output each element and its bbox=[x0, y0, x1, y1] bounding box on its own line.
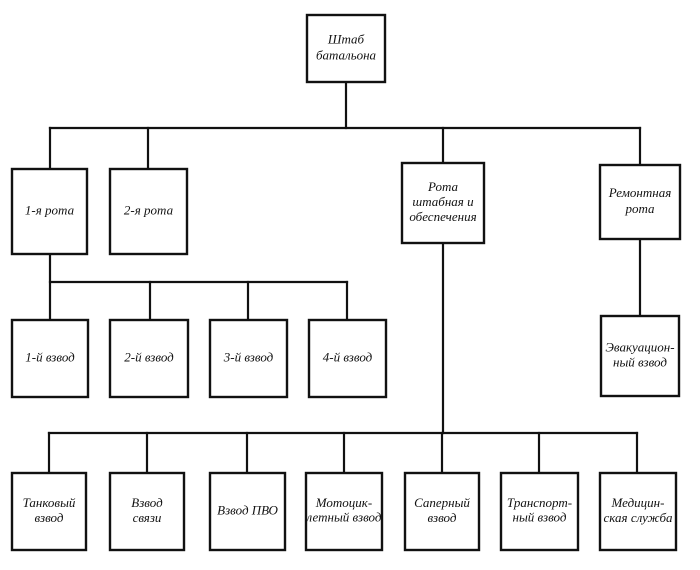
node-label-line: Взвод ПВО bbox=[217, 502, 278, 517]
node-label-line: связи bbox=[133, 510, 162, 525]
node-label-line: Рота bbox=[427, 179, 459, 194]
node-box bbox=[10, 471, 88, 552]
node-label-line: 4-й взвод bbox=[323, 349, 373, 364]
node-label-line: 1-й взвод bbox=[25, 349, 75, 364]
node-box bbox=[108, 318, 190, 399]
node-label-line: Танковый bbox=[23, 495, 76, 510]
node-box bbox=[403, 471, 481, 552]
node-label-line: Саперный bbox=[414, 495, 470, 510]
node-platoon2: 2-й взвод bbox=[108, 318, 190, 399]
node-label-line: Эвакуацион- bbox=[605, 339, 674, 354]
node-company2: 2-я рота bbox=[108, 167, 189, 256]
node-label-line: взвод bbox=[35, 510, 64, 525]
node-box bbox=[307, 318, 388, 399]
node-box bbox=[208, 318, 289, 399]
connector-lines bbox=[47, 80, 642, 475]
node-box bbox=[599, 314, 681, 398]
node-platoon3: 3-й взвод bbox=[208, 318, 289, 399]
node-label-line: батальона bbox=[316, 47, 377, 62]
node-label-line: 3-й взвод bbox=[223, 349, 274, 364]
node-platoon1: 1-й взвод bbox=[10, 318, 90, 399]
node-box bbox=[10, 318, 90, 399]
node-label-line: ская служба bbox=[604, 510, 673, 525]
node-label-line: ный взвод bbox=[513, 510, 567, 525]
node-box bbox=[598, 163, 682, 241]
node-box bbox=[598, 471, 678, 552]
node-label-line: ный взвод bbox=[613, 354, 667, 369]
node-box bbox=[108, 167, 189, 256]
node-box bbox=[108, 471, 186, 552]
node-box bbox=[499, 471, 580, 552]
node-box bbox=[10, 167, 89, 256]
node-label-line: Ремонтная bbox=[608, 185, 672, 200]
node-label-line: Штаб bbox=[327, 31, 365, 46]
node-label-line: обеспечения bbox=[409, 209, 476, 224]
node-label-line: Мотоцик- bbox=[315, 495, 372, 510]
node-label-line: взвод bbox=[428, 510, 457, 525]
node-label-line: Взвод bbox=[131, 495, 163, 510]
node-box bbox=[400, 161, 486, 245]
node-company1: 1-я рота bbox=[10, 167, 89, 256]
node-box bbox=[208, 471, 287, 552]
node-box bbox=[304, 471, 384, 552]
node-label-line: 2-й взвод bbox=[124, 349, 174, 364]
node-air-defense-platoon: Взвод ПВО bbox=[208, 471, 287, 552]
node-label-line: штабная и bbox=[412, 194, 474, 209]
node-medical-service: Медицин-ская служба bbox=[598, 471, 678, 552]
node-box bbox=[305, 13, 387, 84]
node-motorcycle-platoon: Мотоцик-летный взвод bbox=[304, 471, 384, 552]
node-transport-platoon: Транспорт-ный взвод bbox=[499, 471, 580, 552]
node-label-line: 2-я рота bbox=[124, 202, 174, 217]
node-label-line: рота bbox=[624, 201, 655, 216]
node-platoon4: 4-й взвод bbox=[307, 318, 388, 399]
node-label-line: 1-я рота bbox=[25, 202, 75, 217]
node-label-line: Транспорт- bbox=[507, 495, 572, 510]
node-label-line: летный взвод bbox=[306, 510, 382, 525]
node-label-line: Медицин- bbox=[611, 495, 665, 510]
node-evacuation-platoon: Эвакуацион-ный взвод bbox=[599, 314, 681, 398]
